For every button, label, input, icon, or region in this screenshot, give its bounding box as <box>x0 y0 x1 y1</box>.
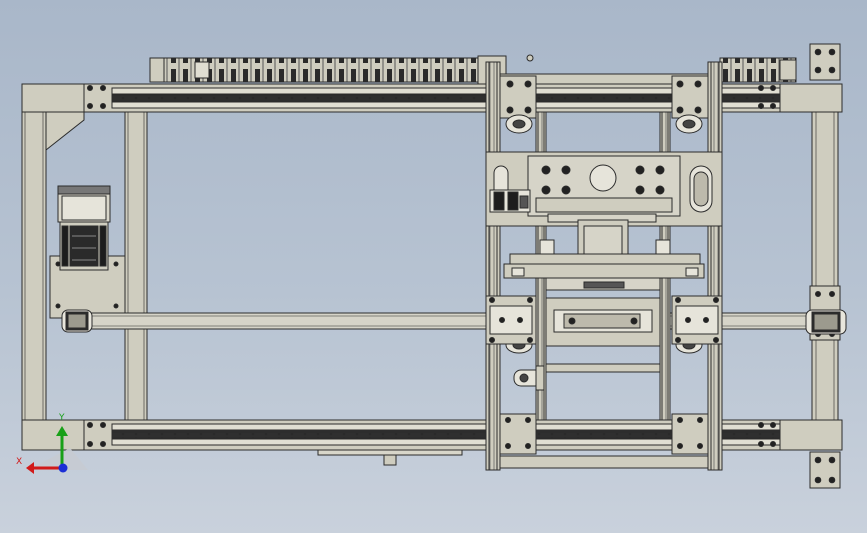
y-axis-arrow-icon <box>56 426 68 468</box>
left-belt-pulley <box>61 309 93 333</box>
center-linear-block <box>545 297 661 347</box>
sensor-bracket <box>513 365 545 391</box>
stepper-motor <box>57 185 111 271</box>
carriage-mounting-plate <box>485 151 723 227</box>
lift-assembly <box>503 219 705 291</box>
x-axis-label: X <box>16 457 23 467</box>
right-belt-pulley <box>805 309 847 335</box>
x-axis-arrow-icon <box>26 462 62 474</box>
right-frame <box>779 43 843 489</box>
y-axis-label: Y <box>59 413 65 423</box>
top-guide-rail <box>83 83 783 113</box>
belt-clamp-right <box>671 295 723 345</box>
z-axis-dot-icon <box>58 463 68 473</box>
coordinate-triad <box>26 426 88 474</box>
top-drag-chain <box>149 54 797 85</box>
belt-clamp-left <box>485 295 537 345</box>
